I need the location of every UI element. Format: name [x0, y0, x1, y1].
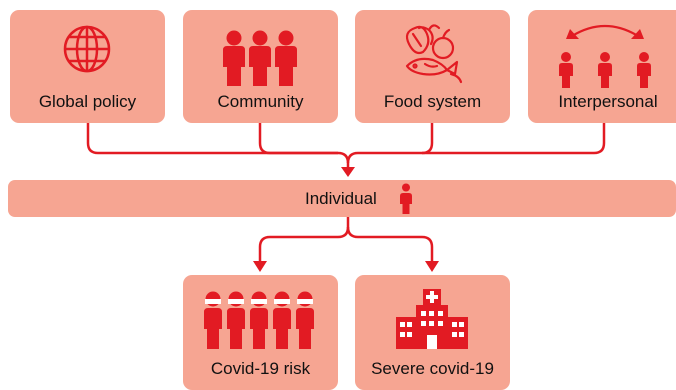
- food-icon: [405, 24, 463, 84]
- node-label: Global policy: [38, 92, 137, 111]
- node-food-system: Food system: [355, 10, 510, 123]
- globe-icon: [63, 25, 111, 73]
- node-label: Interpersonal: [558, 92, 658, 111]
- node-covid-risk: Covid-19 risk: [183, 275, 338, 390]
- node-individual: [8, 180, 676, 217]
- hospital-icon: [396, 289, 468, 349]
- connector-lines: [86, 123, 606, 272]
- interpersonal-icon: [559, 25, 651, 88]
- node-label: Community: [217, 92, 304, 111]
- people-group-icon: [223, 30, 297, 86]
- node-label-individual: Individual: [305, 189, 377, 208]
- node-global-policy: Global policy: [10, 10, 165, 123]
- node-label: Covid-19 risk: [210, 359, 311, 378]
- masked-people-icon: [204, 291, 314, 349]
- node-label: Food system: [383, 92, 482, 111]
- person-icon: [400, 183, 412, 214]
- node-community: Community: [183, 10, 338, 123]
- node-severe-covid: Severe covid-19: [355, 275, 510, 390]
- node-label: Severe covid-19: [371, 359, 494, 378]
- node-interpersonal: Interpersonal: [528, 10, 676, 123]
